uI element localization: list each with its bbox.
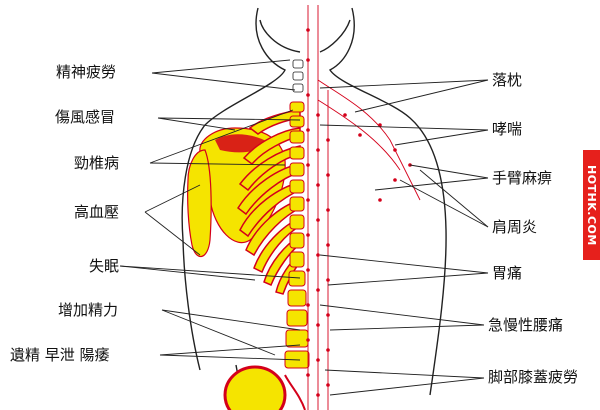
label-energy: 增加精力	[58, 301, 119, 319]
cervical-vertebrae	[292, 59, 304, 93]
label-stiff-neck: 落枕	[492, 71, 523, 89]
spine-vertebrae	[284, 101, 310, 369]
leader-lines	[119, 59, 489, 396]
pelvis	[223, 365, 306, 410]
label-fatigue: 精神疲勞	[56, 63, 117, 81]
label-insomnia: 失眠	[89, 257, 120, 275]
label-leg-fatigue: 脚部膝蓋疲勞	[488, 368, 579, 386]
label-cold: 傷風感冒	[55, 108, 116, 126]
rib-cage	[236, 109, 301, 295]
acupoint-dots	[306, 28, 412, 397]
label-asthma: 哮喘	[492, 120, 523, 138]
label-male-issues: 遺精 早泄 陽痿	[10, 346, 110, 364]
label-cervical-spondylosis: 勁椎病	[74, 154, 120, 172]
label-back-pain: 急慢性腰痛	[488, 316, 564, 334]
label-stomach-ache: 胃痛	[492, 264, 523, 282]
watermark-badge: HOTHK.COM	[583, 150, 600, 260]
label-frozen-shoulder: 肩周炎	[492, 218, 538, 236]
label-arm-numbness: 手臂麻痹	[492, 169, 553, 187]
meridian-lines	[307, 5, 421, 410]
label-hypertension: 高血壓	[74, 203, 120, 221]
